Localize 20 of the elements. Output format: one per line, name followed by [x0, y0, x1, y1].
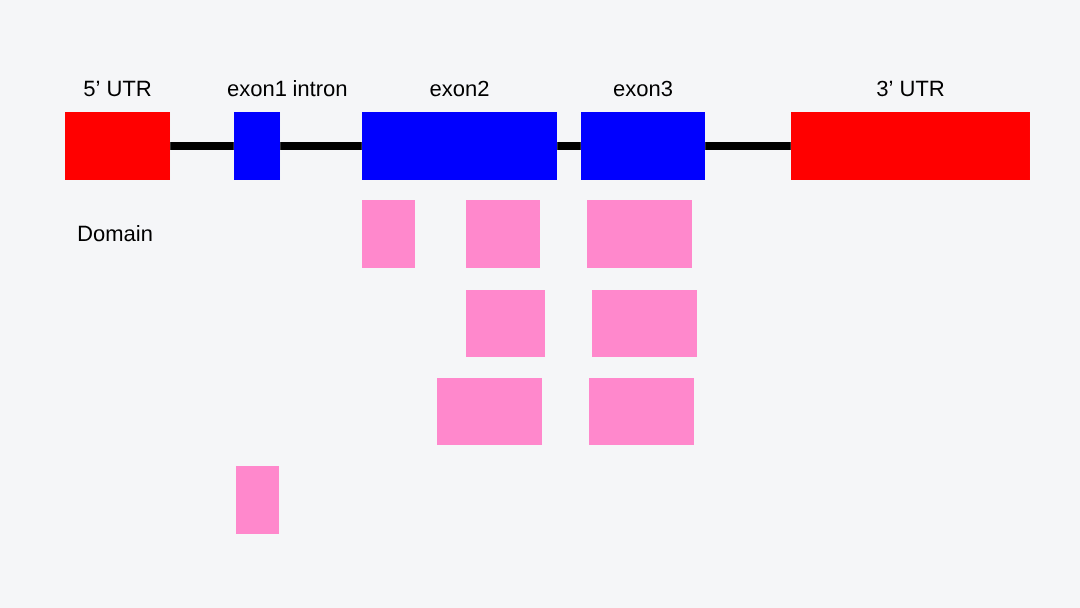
domain-box — [236, 466, 279, 534]
domain-box — [589, 378, 694, 445]
domain-label: Domain — [78, 225, 152, 242]
domain-box — [592, 290, 697, 357]
domain-box — [466, 290, 545, 357]
domain-box — [362, 200, 415, 268]
domain-box — [466, 200, 540, 268]
node-label: 3’ UTR — [877, 80, 944, 97]
node-label: exon1 — [227, 80, 286, 97]
utr-block: 5’ UTR — [65, 80, 170, 180]
node-label: exon2 — [430, 80, 489, 97]
exon-block: exon1 — [228, 80, 286, 180]
exon-block: exon3 — [581, 80, 705, 180]
utr-block: 3’ UTR — [791, 80, 1030, 180]
domain-box — [587, 200, 692, 268]
intron-label: intron — [293, 80, 347, 97]
node-label: 5’ UTR — [84, 80, 151, 97]
node-label: exon3 — [613, 80, 672, 97]
exon-block: exon2 — [362, 80, 557, 180]
domain-box — [437, 378, 542, 445]
